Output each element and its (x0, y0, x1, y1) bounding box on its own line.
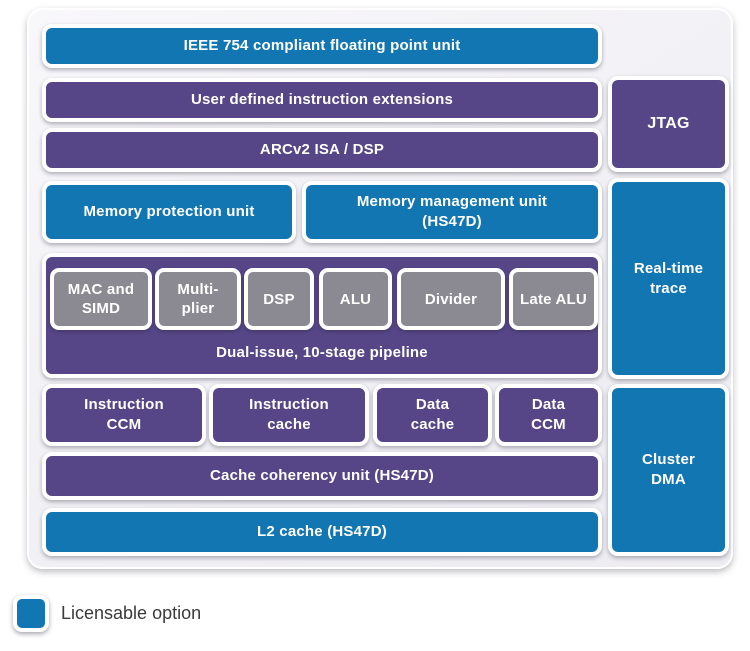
block-arcv2-isa-dsp: ARCv2 ISA / DSP (42, 128, 602, 172)
legend-licensable-swatch (13, 595, 49, 632)
block-memory-protection-unit: Memory protection unit (42, 181, 296, 243)
unit-multiplier: Multi- plier (155, 268, 241, 330)
core-boundary-card: IEEE 754 compliant floating point unit U… (27, 8, 733, 569)
block-data-ccm: Data CCM (495, 384, 602, 446)
unit-mac-simd: MAC and SIMD (50, 268, 152, 330)
block-instruction-ccm: Instruction CCM (42, 384, 206, 446)
block-l2-cache: L2 cache (HS47D) (42, 508, 602, 556)
block-data-cache: Data cache (373, 384, 492, 446)
unit-divider: Divider (397, 268, 505, 330)
block-user-defined-instruction-extensions: User defined instruction extensions (42, 78, 602, 122)
block-instruction-cache: Instruction cache (209, 384, 369, 446)
block-cluster-dma: Cluster DMA (608, 384, 729, 556)
pipeline-label: Dual-issue, 10-stage pipeline (216, 344, 428, 361)
block-pipeline-container: MAC and SIMD Multi- plier DSP ALU Divide… (42, 253, 602, 378)
unit-late-alu: Late ALU (509, 268, 598, 330)
unit-dsp: DSP (244, 268, 314, 330)
block-floating-point-unit: IEEE 754 compliant floating point unit (42, 24, 602, 68)
block-memory-management-unit: Memory management unit (HS47D) (302, 181, 602, 243)
legend-licensable-label: Licensable option (61, 603, 202, 623)
block-cache-coherency-unit: Cache coherency unit (HS47D) (42, 452, 602, 500)
block-real-time-trace: Real-time trace (608, 178, 729, 379)
unit-alu: ALU (319, 268, 392, 330)
block-jtag: JTAG (608, 76, 729, 172)
